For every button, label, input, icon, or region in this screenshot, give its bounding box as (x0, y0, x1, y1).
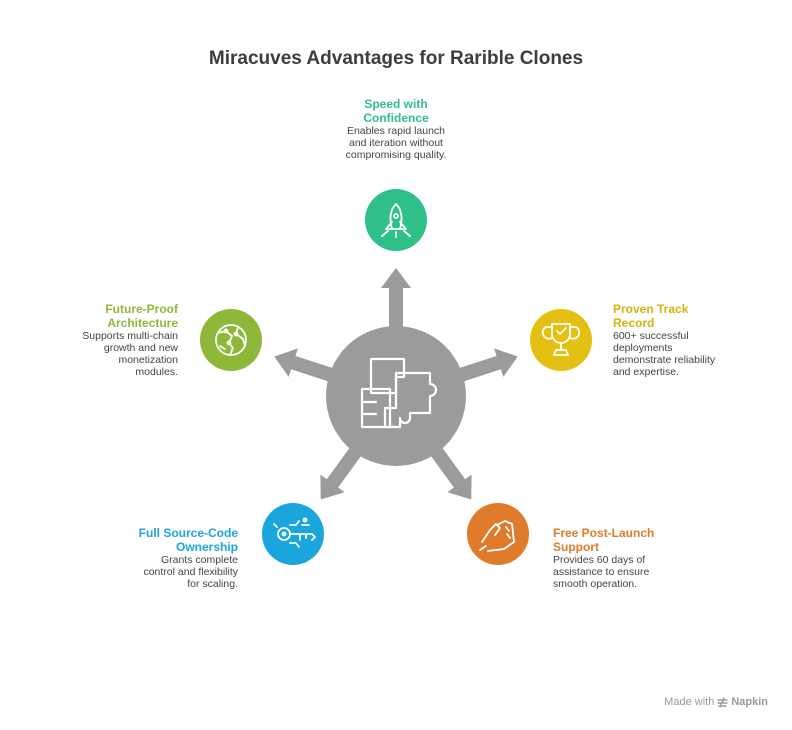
support-title: Free Post-Launch Support (553, 526, 713, 554)
proven-title-line: Record (613, 316, 655, 330)
arrow-upper-right (450, 348, 518, 385)
napkin-watermark: Made with Napkin (664, 696, 768, 708)
speed-title: Speed with Confidence (316, 97, 476, 125)
future-title-line: Future-Proof (105, 302, 178, 316)
support-desc-line: Provides 60 days of (553, 554, 646, 566)
future-desc-line: modules. (135, 366, 178, 378)
source-title-line: Ownership (175, 540, 238, 554)
proven-title: Proven Track Record (613, 302, 763, 330)
trophy-icon (541, 323, 581, 356)
speed-desc-line: Enables rapid launch (346, 125, 446, 137)
diagram-title: Miracuves Advantages for Rarible Clones (208, 48, 584, 69)
source-description: Grants complete control and flexibility … (78, 554, 238, 590)
proven-node-circle (530, 309, 592, 371)
speed-title-line: Confidence (363, 111, 429, 125)
support-desc-line: smooth operation. (553, 578, 638, 590)
future-desc-line: growth and new (103, 342, 178, 354)
proven-description: 600+ successful deployments demonstrate … (613, 330, 763, 378)
arrow-up (381, 268, 411, 336)
support-title-line: Free Post-Launch (553, 526, 655, 540)
source-title-line: Full Source-Code (138, 526, 238, 540)
proven-desc-line: and expertise. (613, 366, 679, 378)
future-desc-line: monetization (118, 354, 178, 366)
speed-desc-line: compromising quality. (345, 149, 447, 161)
arrow-upper-left (274, 348, 342, 385)
future-description: Supports multi-chain growth and new mone… (28, 330, 178, 378)
puzzle-pieces-icon (360, 357, 438, 429)
proven-desc-line: demonstrate reliability (613, 354, 716, 366)
support-node-circle (467, 503, 529, 565)
support-description: Provides 60 days of assistance to ensure… (553, 554, 713, 590)
support-title-line: Support (553, 540, 599, 554)
rocket-icon (381, 203, 411, 238)
source-desc-line: Grants complete (160, 554, 238, 566)
napkin-logo-icon (717, 696, 729, 708)
digital-key-icon (273, 517, 316, 548)
support-desc-line: assistance to ensure (553, 566, 650, 578)
proven-title-line: Proven Track (613, 302, 689, 316)
speed-desc-line: and iteration without (349, 137, 443, 149)
napkin-brand-text: Napkin (731, 696, 768, 708)
source-desc-line: control and flexibility (143, 566, 238, 578)
source-title: Full Source-Code Ownership (78, 526, 238, 554)
future-title: Future-Proof Architecture (28, 302, 178, 330)
proven-desc-line: 600+ successful (613, 330, 689, 342)
future-title-line: Architecture (107, 316, 178, 330)
proven-desc-line: deployments (613, 342, 673, 354)
future-desc-line: Supports multi-chain (82, 330, 178, 342)
helping-hand-icon (479, 520, 515, 552)
speed-title-line: Speed with (364, 97, 428, 111)
speed-node-circle (365, 189, 427, 251)
source-desc-line: for scaling. (187, 578, 238, 590)
globe-network-icon (215, 324, 247, 356)
speed-description: Enables rapid launch and iteration witho… (316, 125, 476, 161)
made-with-text: Made with (664, 696, 715, 708)
